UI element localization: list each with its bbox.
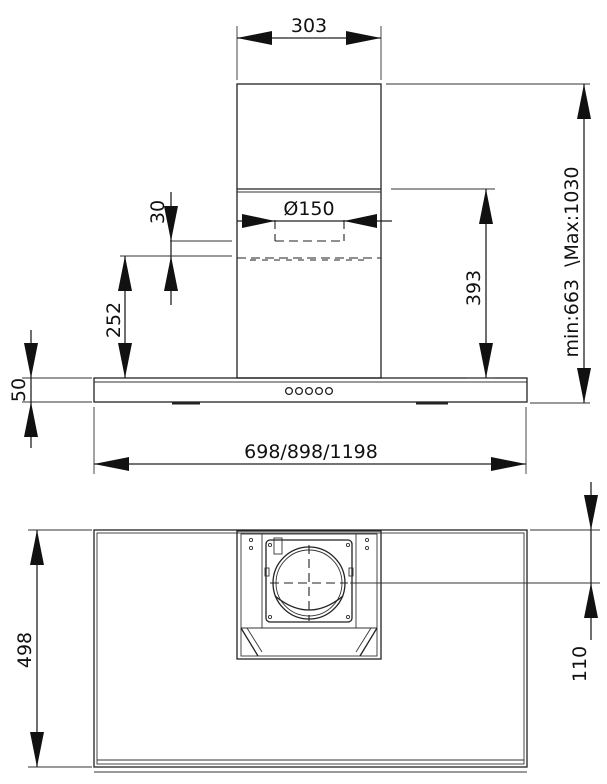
dim-inner-offset: 30 (147, 192, 178, 305)
dim-label-outlet-wall-distance: 110 (569, 646, 591, 682)
dim-label-total-height-range: min:663 \Max:1030 (561, 166, 583, 357)
dim-hood-depth: 498 (14, 530, 44, 767)
dim-outlet-height: 252 (103, 256, 132, 378)
front-view (22, 26, 590, 474)
dim-duct-diameter: Ø150 (237, 198, 392, 228)
dim-label-duct-diameter: Ø150 (283, 198, 334, 220)
canopy (93, 377, 528, 403)
dim-label-hood-depth: 498 (14, 632, 36, 668)
dim-label-hood-width: 698/898/1198 (244, 441, 378, 463)
dim-inner-chimney-height: 393 (463, 189, 493, 378)
chimney-bracket (236, 530, 382, 660)
hood-outline (93, 529, 528, 768)
dim-total-height-range: min:663 \Max:1030 (561, 84, 591, 403)
dim-label-outlet-height: 252 (103, 302, 125, 338)
dim-outlet-wall-distance: 110 (569, 482, 598, 682)
dim-label-inner-chimney-height: 393 (463, 270, 485, 306)
outer-chimney (236, 83, 382, 379)
dim-canopy-height: 50 (8, 330, 38, 448)
top-view (28, 529, 600, 773)
dim-label-inner-offset: 30 (147, 200, 169, 224)
outlet-hidden-lines (237, 220, 381, 261)
dim-hood-width: 698/898/1198 (94, 441, 526, 471)
dim-label-chimney-width: 303 (291, 15, 327, 37)
fan-housing (265, 539, 353, 623)
control-buttons (284, 386, 334, 396)
dim-label-canopy-height: 50 (8, 378, 30, 402)
dim-chimney-width: 303 (237, 15, 381, 45)
